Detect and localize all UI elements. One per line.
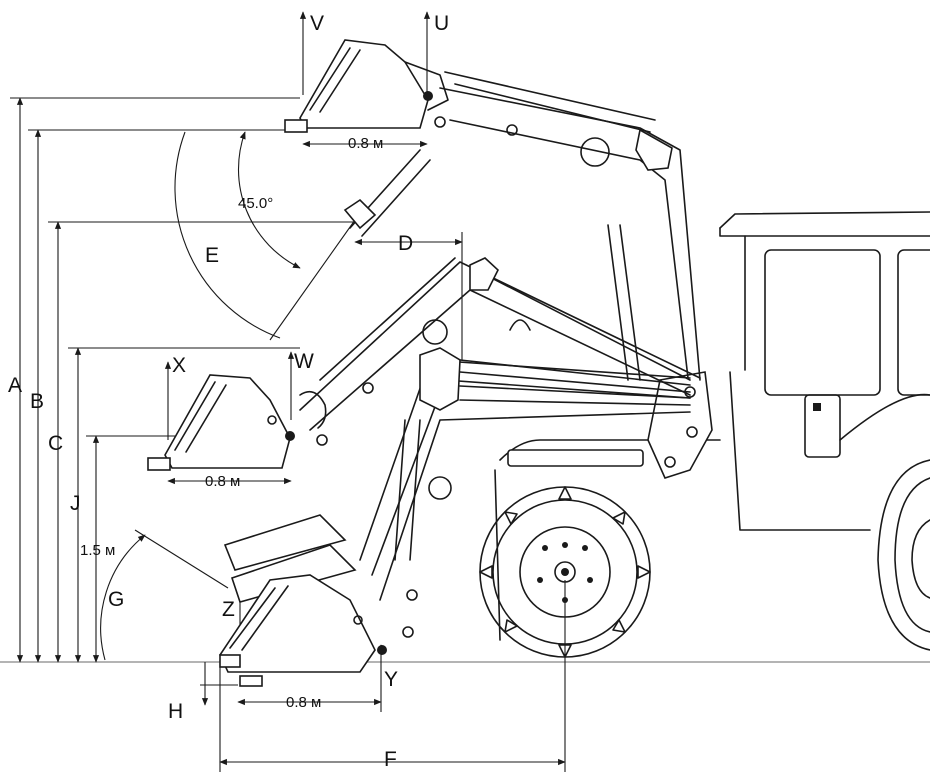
mid-loader-arm: [299, 257, 701, 446]
label-y: Y: [384, 668, 398, 691]
tractor-cab: [719, 211, 930, 531]
label-v: V: [310, 12, 324, 35]
label-d: D: [398, 232, 413, 255]
front-wheel: [479, 486, 651, 658]
label-a: A: [8, 374, 22, 397]
rear-wheel: [877, 459, 930, 651]
tilt-angle-arcs: [174, 131, 356, 341]
angle-45: 45.0°: [238, 195, 273, 212]
dimension-labels: A B E C J G D H F U V W X Y Z 0.8 м 0.8 …: [8, 12, 449, 771]
tractor-hood: [494, 319, 721, 641]
label-e: E: [205, 244, 219, 267]
bottom-bucket-width: 0.8 м: [286, 694, 321, 711]
label-c-outer: C: [48, 432, 63, 455]
raised-loader-arm: [434, 71, 701, 381]
label-b: B: [30, 390, 44, 413]
bottom-bucket: [219, 514, 387, 687]
label-h: H: [168, 700, 183, 723]
label-j: J: [70, 492, 81, 515]
dig-depth-dimension: [200, 662, 238, 706]
label-x: X: [172, 354, 186, 377]
mid-bucket: [147, 374, 295, 471]
height-dimension-lines: [10, 97, 360, 663]
mid-bucket-width: 0.8 м: [205, 473, 240, 490]
loader-mast: [647, 371, 713, 479]
wheel-to-bucket-dimension: [219, 580, 566, 772]
label-f: F: [384, 748, 397, 771]
top-bucket-width: 0.8 м: [348, 135, 383, 152]
height-1-5: 1.5 м: [80, 542, 115, 559]
label-z: Z: [222, 598, 235, 621]
top-bucket: [284, 39, 449, 230]
label-u: U: [434, 12, 449, 35]
dump-angle-arc: [100, 529, 229, 661]
label-w: W: [294, 350, 314, 373]
lowered-loader-arm: [359, 347, 691, 638]
bucket-width-dims: [167, 140, 428, 706]
hydraulic-cylinders: [349, 149, 691, 467]
label-g: G: [108, 588, 124, 611]
